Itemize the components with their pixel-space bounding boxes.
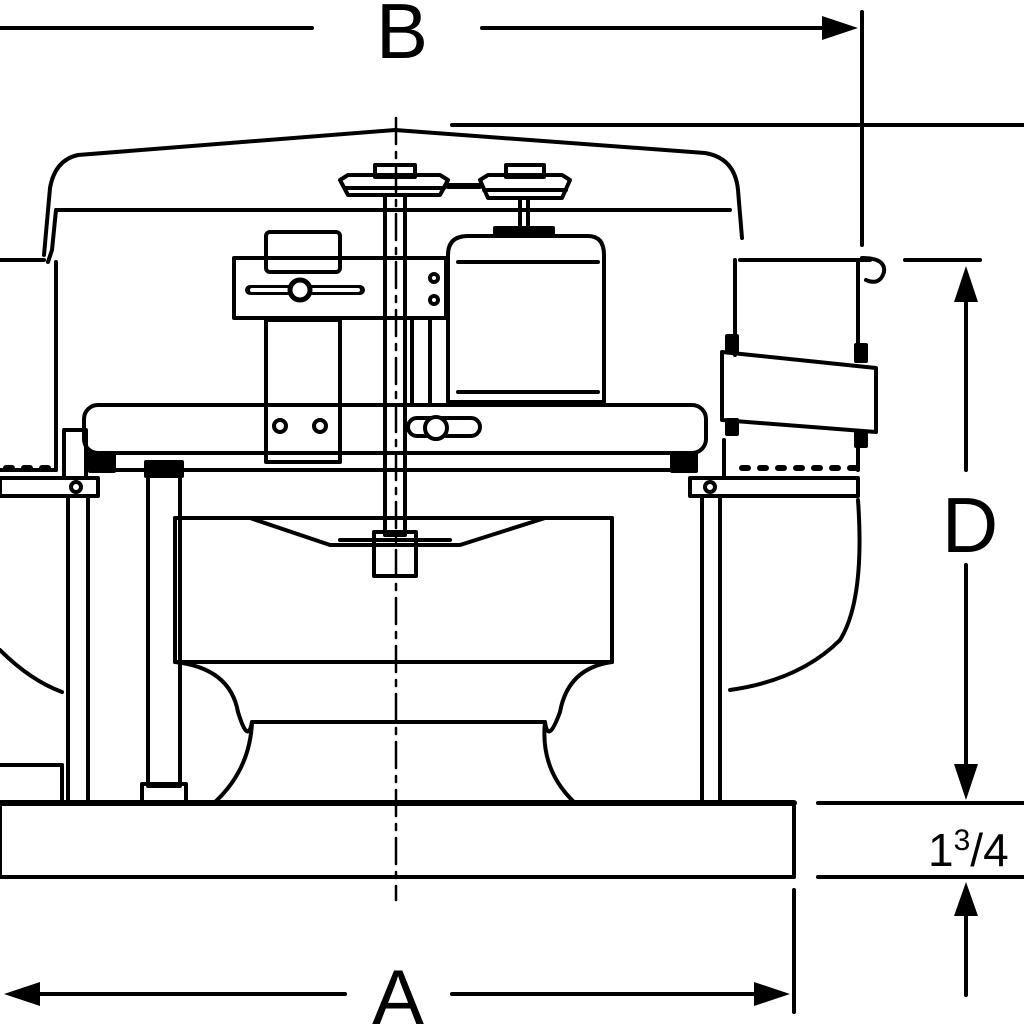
motor-cap [493,226,555,238]
hood-outline [42,128,744,257]
dimension-curb-height: 13/4 [816,801,1024,997]
right-shell [728,256,887,692]
isolator-left [88,451,116,473]
motor [446,226,606,404]
damper-clip-2 [854,343,868,363]
fan-pulley [338,173,450,197]
adjustment-bolt [287,277,313,303]
hood [42,128,744,264]
dim-d-arrow-top [954,266,978,302]
dimension-a: A [4,888,796,1029]
plate-bolt-2 [312,418,328,434]
curb-base [0,800,797,879]
dimension-b: B [0,0,864,247]
plate-hole-1 [428,272,440,284]
dim-d-arrow-bottom [954,764,978,800]
right-bracket [688,476,860,498]
dim-b-arrowhead [822,16,858,40]
damper-clip-1 [725,334,739,354]
damper-clip-4 [854,430,868,448]
left-post [62,428,88,480]
hood-left-return [46,208,58,264]
bearing-block [264,230,342,274]
left-bracket-bolt [69,480,83,494]
motor-pulley-hub [504,163,546,179]
left-shell [0,258,64,805]
dim-a-arrow-left [4,982,40,1006]
fan-shaft [383,193,407,537]
motor-body [446,234,606,404]
left-shell-curve [0,648,64,694]
inlet-left [212,720,254,805]
dim-a-arrow-right [754,982,790,1006]
curb-height-label: 13/4 [928,824,1009,876]
mounting-frame [0,428,860,806]
motor-pulley [478,173,572,200]
inlet-cone [173,660,614,734]
fan-wheel [173,516,614,805]
right-shell-curve [728,498,862,692]
stud-head [144,460,184,478]
dim-a-label: A [372,953,424,1024]
inlet-right [542,720,577,805]
plate-hole-2 [428,294,440,306]
right-shell-hook [860,256,887,284]
plate-slot-bolt [423,415,449,441]
damper-panel [720,350,878,434]
left-bracket [0,476,100,498]
dim-d-label: D [942,481,998,569]
dimension-d: D [903,258,998,800]
side-damper [720,334,878,448]
plate-bolt-1 [272,418,288,434]
wheel-backplate [248,516,547,547]
isolator-right [670,451,698,473]
drive-assembly [232,163,572,537]
damper-clip-3 [725,418,739,436]
motor-shaft [518,196,530,230]
right-bracket-bolt [703,480,717,494]
dim-b-label: B [376,0,428,75]
shaft-hub [372,530,418,578]
fan-pulley-hub [373,163,417,179]
bearing-lower [264,318,342,464]
